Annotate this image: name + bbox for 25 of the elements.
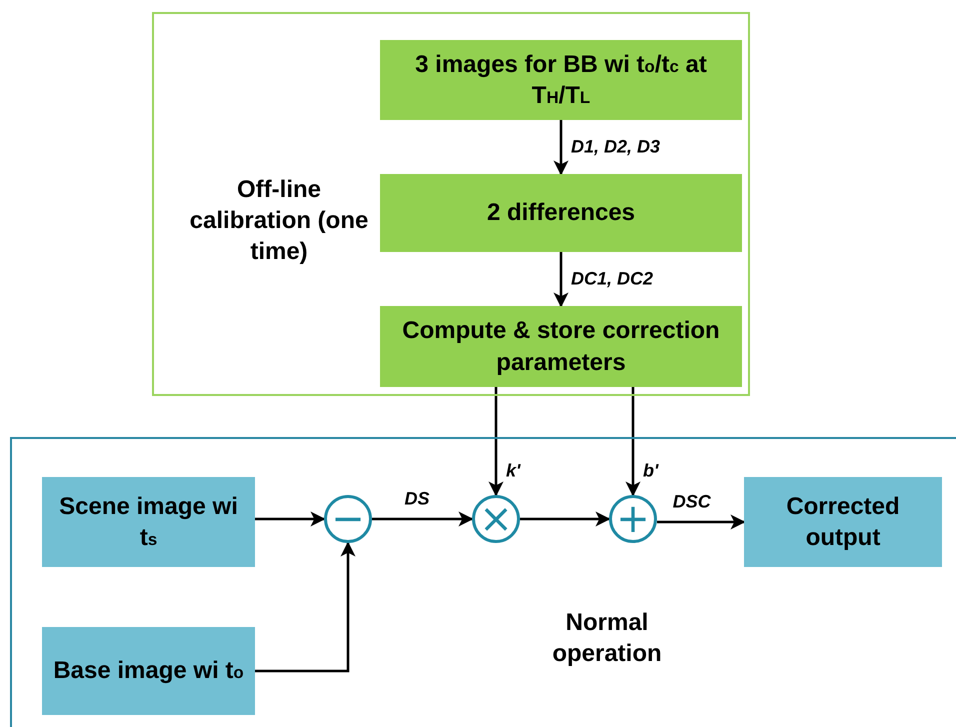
subtract-junction: − [324,495,372,543]
operation-panel [10,437,956,727]
arrow [626,387,640,496]
edge-label: b' [643,460,658,482]
edge-label: k' [506,460,520,482]
process-box: Compute & store correction parameters [380,306,742,387]
arrow [554,120,568,176]
add-junction: + [609,495,657,543]
edge-label: DS [404,488,430,510]
arrow [372,512,474,526]
process-box: 2 differences [380,174,742,252]
panel-title: Normal operation [551,608,663,670]
edge-label: D1, D2, D3 [571,136,660,158]
edge-label: DSC [672,492,711,512]
arrow [657,514,746,530]
arrow [255,542,356,672]
arrow [488,387,504,496]
arrow [520,512,610,526]
calibration-panel [152,12,750,396]
edge-label: DC1, DC2 [571,268,654,290]
arrow [554,252,568,308]
process-box: Corrected output [744,477,942,567]
panel-title: Off-line calibration (one time) [188,175,370,268]
arrow [255,512,326,526]
multiply-junction: × [472,495,520,543]
